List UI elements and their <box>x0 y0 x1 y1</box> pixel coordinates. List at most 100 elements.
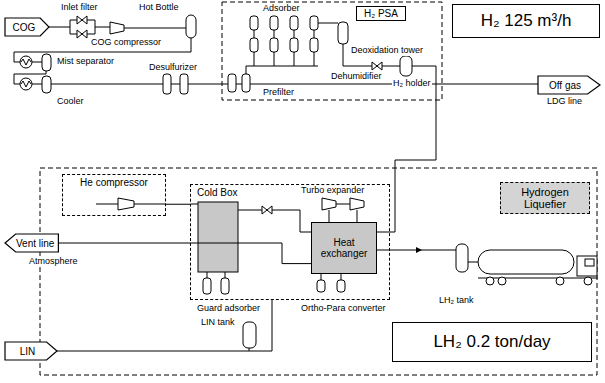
heat-exchanger-box: Heat exchanger <box>311 222 377 274</box>
equipment-label: Turbo expander <box>300 186 365 196</box>
equipment-label: Hot Bottle <box>138 3 180 13</box>
compressor-symbol <box>110 22 124 34</box>
compressor-symbol <box>110 22 364 210</box>
vessel-symbol <box>270 38 278 52</box>
equipment-label: Desulfurizer <box>148 63 198 73</box>
process-line <box>238 210 311 232</box>
equipment-label: COG compressor <box>90 38 162 48</box>
flow-arrowhead <box>416 247 422 253</box>
vessel-symbol <box>186 15 196 38</box>
node-text: LIN <box>20 346 36 357</box>
equipment-label: Adsorber <box>262 4 301 14</box>
input-pentagon: LIN <box>5 342 57 360</box>
output-pentagon: Off gas <box>538 76 600 94</box>
vessel-symbol <box>243 322 256 348</box>
process-line <box>14 20 538 351</box>
flow-arrowhead <box>416 247 422 253</box>
equipment-label: Prefilter <box>262 88 295 98</box>
vessel-symbol <box>221 278 229 294</box>
vessel-symbol <box>270 16 278 30</box>
process-line <box>51 84 538 85</box>
equipment-label: Deoxidation tower <box>350 46 424 56</box>
cooler-symbol <box>20 78 32 90</box>
vessel-symbol <box>203 278 211 294</box>
tanker-truck <box>478 250 574 274</box>
valve-symbol <box>372 62 382 70</box>
compressor-group: He compressor <box>62 174 166 216</box>
process-line <box>377 66 436 232</box>
capacity-box: H₂ 125 m³/h <box>452 4 600 38</box>
node-text: He compressor <box>80 177 148 188</box>
equipment-label: Mist separator <box>56 57 115 67</box>
vessel-symbol <box>180 74 188 94</box>
equipment-label: LDG line <box>546 97 583 107</box>
vessel-symbol <box>337 280 345 292</box>
process-line <box>321 274 341 280</box>
valve-symbol <box>77 30 87 38</box>
tanker-truck <box>585 259 594 266</box>
process-line <box>246 52 318 74</box>
equipment-label: LH₂ tank <box>438 296 475 306</box>
vessel-symbol <box>310 38 318 52</box>
tanker-truck <box>584 277 592 285</box>
region-outline <box>222 2 442 100</box>
output-pentagon: Vent line <box>5 234 58 252</box>
flow-line <box>57 300 272 351</box>
cold-box-core <box>198 202 238 272</box>
equipment-label: Cooler <box>56 97 85 107</box>
process-line <box>191 204 198 205</box>
equipment-label: Dehumidifier <box>330 72 383 82</box>
vessel-symbol <box>42 15 468 348</box>
process-line <box>318 23 338 24</box>
node-text: Heat exchanger <box>315 237 373 259</box>
node-text: H₂ 125 m³/h <box>481 12 572 31</box>
compressor-symbol <box>350 198 364 210</box>
node-text: Vent line <box>16 238 54 249</box>
node-text: COG <box>13 22 36 33</box>
vessel-symbol <box>317 280 325 292</box>
vessel-symbol <box>228 74 236 92</box>
vessel-symbol <box>338 22 348 44</box>
vessel-symbol <box>242 74 250 92</box>
vessel-symbol <box>250 38 258 52</box>
vessel-symbol <box>290 16 298 30</box>
cold-box-core <box>198 202 238 272</box>
node-text: Cold Box <box>197 187 238 198</box>
equipment-label: H₂ holder <box>392 79 432 89</box>
flow-line <box>166 204 190 205</box>
tanker-truck <box>486 277 494 285</box>
region-outline <box>40 168 597 375</box>
tanker-truck <box>577 256 597 276</box>
vessel-symbol <box>42 76 51 93</box>
equipment-label: Ortho-Para converter <box>300 304 387 314</box>
pentagon-outline <box>538 76 600 94</box>
system-box: Hydrogen Liquefier <box>500 182 590 214</box>
node-text: Hydrogen Liquefier <box>507 186 583 210</box>
flow-line <box>58 243 311 264</box>
vessel-symbol <box>456 244 468 272</box>
equipment-label: LIN tank <box>200 318 236 328</box>
cooler-symbol <box>20 56 32 68</box>
capacity-box: LH₂ 0.2 ton/day <box>392 322 592 362</box>
region-outline <box>40 2 597 375</box>
process-line <box>254 30 314 38</box>
compressor-symbol <box>118 198 134 210</box>
process-line <box>124 28 186 29</box>
equipment-label: Guard adsorber <box>196 304 261 314</box>
equipment-label: Atmosphere <box>28 257 79 267</box>
valve-symbol <box>262 206 272 214</box>
tanker-truck <box>556 277 564 285</box>
compressor-symbol <box>322 198 336 210</box>
process-line <box>207 272 225 278</box>
equipment-label: Inlet filter <box>60 3 99 13</box>
vessel-symbol <box>400 56 412 76</box>
vessel-symbol <box>42 54 51 71</box>
tanker-truck <box>478 250 598 285</box>
cold-box-region: Cold BoxHeat exchanger <box>190 184 390 300</box>
vessel-symbol <box>290 38 298 52</box>
vessel-symbol <box>250 16 258 30</box>
tanker-truck <box>498 277 506 285</box>
system-box: H₂ PSA <box>356 6 406 21</box>
valve-symbol <box>77 16 87 24</box>
